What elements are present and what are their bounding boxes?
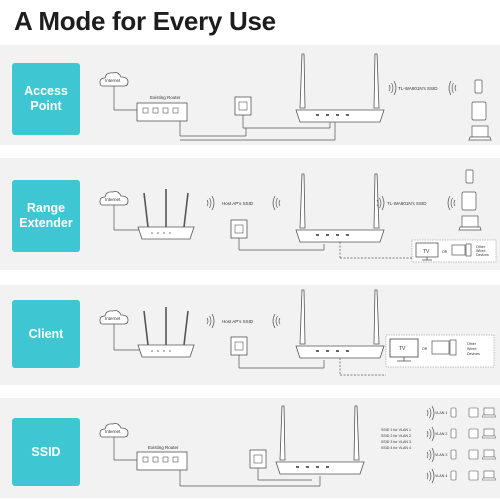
phone-icon xyxy=(465,169,474,184)
wifi-signal-icon xyxy=(426,447,435,463)
page-title: A Mode for Every Use xyxy=(14,6,276,36)
power-outlet-icon xyxy=(249,449,267,469)
diagram-access-point: Internet Existing Router TL-WA801N's SSI… xyxy=(99,53,492,141)
badge-ssid: SSID xyxy=(12,418,80,486)
access-point-device-icon xyxy=(295,173,385,243)
phone-icon xyxy=(474,79,483,94)
label-internet: Internet xyxy=(105,429,121,434)
label-existing-router: Existing Router xyxy=(150,95,181,100)
label-other-devices: Devices xyxy=(467,352,480,356)
wifi-signal-icon xyxy=(272,195,281,211)
label-other-devices: Devices xyxy=(476,253,489,257)
vlan-devices-row xyxy=(450,407,497,418)
label-tv: TV xyxy=(399,346,406,352)
label-host-ssid: Host AP's SSID xyxy=(222,319,254,324)
access-point-device-icon xyxy=(295,53,385,123)
desktop-icon xyxy=(451,243,472,257)
wifi-signal-icon xyxy=(206,195,215,211)
label-host-ssid: Host AP's SSID xyxy=(222,201,254,206)
label-vlan: VLAN 1 xyxy=(435,411,447,415)
badge-line: Access xyxy=(24,84,68,98)
badge-line: Point xyxy=(30,99,62,113)
access-point-device-icon xyxy=(295,289,385,359)
wifi-signal-icon xyxy=(447,195,456,211)
power-outlet-icon xyxy=(234,96,252,116)
host-router-icon xyxy=(137,306,195,358)
laptop-icon xyxy=(458,215,482,231)
label-other-devices: Wired xyxy=(467,347,476,351)
wifi-signal-icon xyxy=(426,468,435,484)
wifi-signal-icon xyxy=(272,313,281,329)
label-ssid-vlan: SSID 3 for VLAN 3 xyxy=(381,440,411,444)
vlan-devices-row xyxy=(450,449,497,460)
power-outlet-icon xyxy=(230,219,248,239)
label-existing-router: Existing Router xyxy=(148,445,179,450)
vlan-devices-row xyxy=(450,470,497,481)
label-vlan: VLAN 2 xyxy=(435,432,447,436)
tablet-icon xyxy=(461,191,477,211)
vlan-devices-row xyxy=(450,428,497,439)
diagram-ssid: Internet Existing Router SSID 1 for VLAN… xyxy=(99,405,497,487)
host-router-icon xyxy=(137,188,195,240)
label-or: OR xyxy=(442,250,448,254)
tablet-icon xyxy=(471,101,487,121)
label-other-devices: Wired xyxy=(476,249,485,253)
wifi-signal-icon xyxy=(426,405,435,421)
band-ssid xyxy=(0,398,500,498)
label-vlan: VLAN 4 xyxy=(435,474,447,478)
label-ssid-vlan: SSID 4 for VLAN 4 xyxy=(381,446,411,450)
label-ap-ssid: TL-WA801N's SSID xyxy=(398,86,438,91)
badge-line: Extender xyxy=(19,216,73,230)
badge-client: Client xyxy=(12,300,80,368)
label-or: OR xyxy=(422,347,428,351)
label-ssid-vlan: SSID 1 for VLAN 1 xyxy=(381,428,411,432)
badge-line: Client xyxy=(28,326,64,341)
wifi-signal-icon xyxy=(206,313,215,329)
power-outlet-icon xyxy=(230,336,248,356)
label-tv: TV xyxy=(423,249,430,255)
wifi-signal-icon xyxy=(448,80,457,96)
diagram-range-extender: Internet Host AP's SSID TL-WA801N's SSID… xyxy=(99,169,497,263)
badge-line: SSID xyxy=(31,444,61,459)
diagram-client: Internet Host AP's SSID TV OR Other Wire… xyxy=(99,289,495,376)
desktop-icon xyxy=(431,340,450,355)
label-vlan: VLAN 3 xyxy=(435,453,447,457)
router-icon xyxy=(136,451,188,471)
router-icon xyxy=(136,102,188,122)
laptop-icon xyxy=(468,125,492,141)
badge-line: Range xyxy=(26,201,66,215)
label-internet: Internet xyxy=(105,78,121,83)
label-other-devices: Other xyxy=(476,245,486,249)
label-ap-ssid: TL-WA801N's SSID xyxy=(387,201,427,206)
label-internet: Internet xyxy=(105,197,121,202)
wifi-signal-icon xyxy=(426,426,435,442)
wifi-signal-icon xyxy=(388,80,397,96)
access-point-device-icon xyxy=(275,405,365,475)
label-ssid-vlan: SSID 2 for VLAN 2 xyxy=(381,434,411,438)
label-internet: Internet xyxy=(105,316,121,321)
label-other-devices: Other xyxy=(467,342,477,346)
